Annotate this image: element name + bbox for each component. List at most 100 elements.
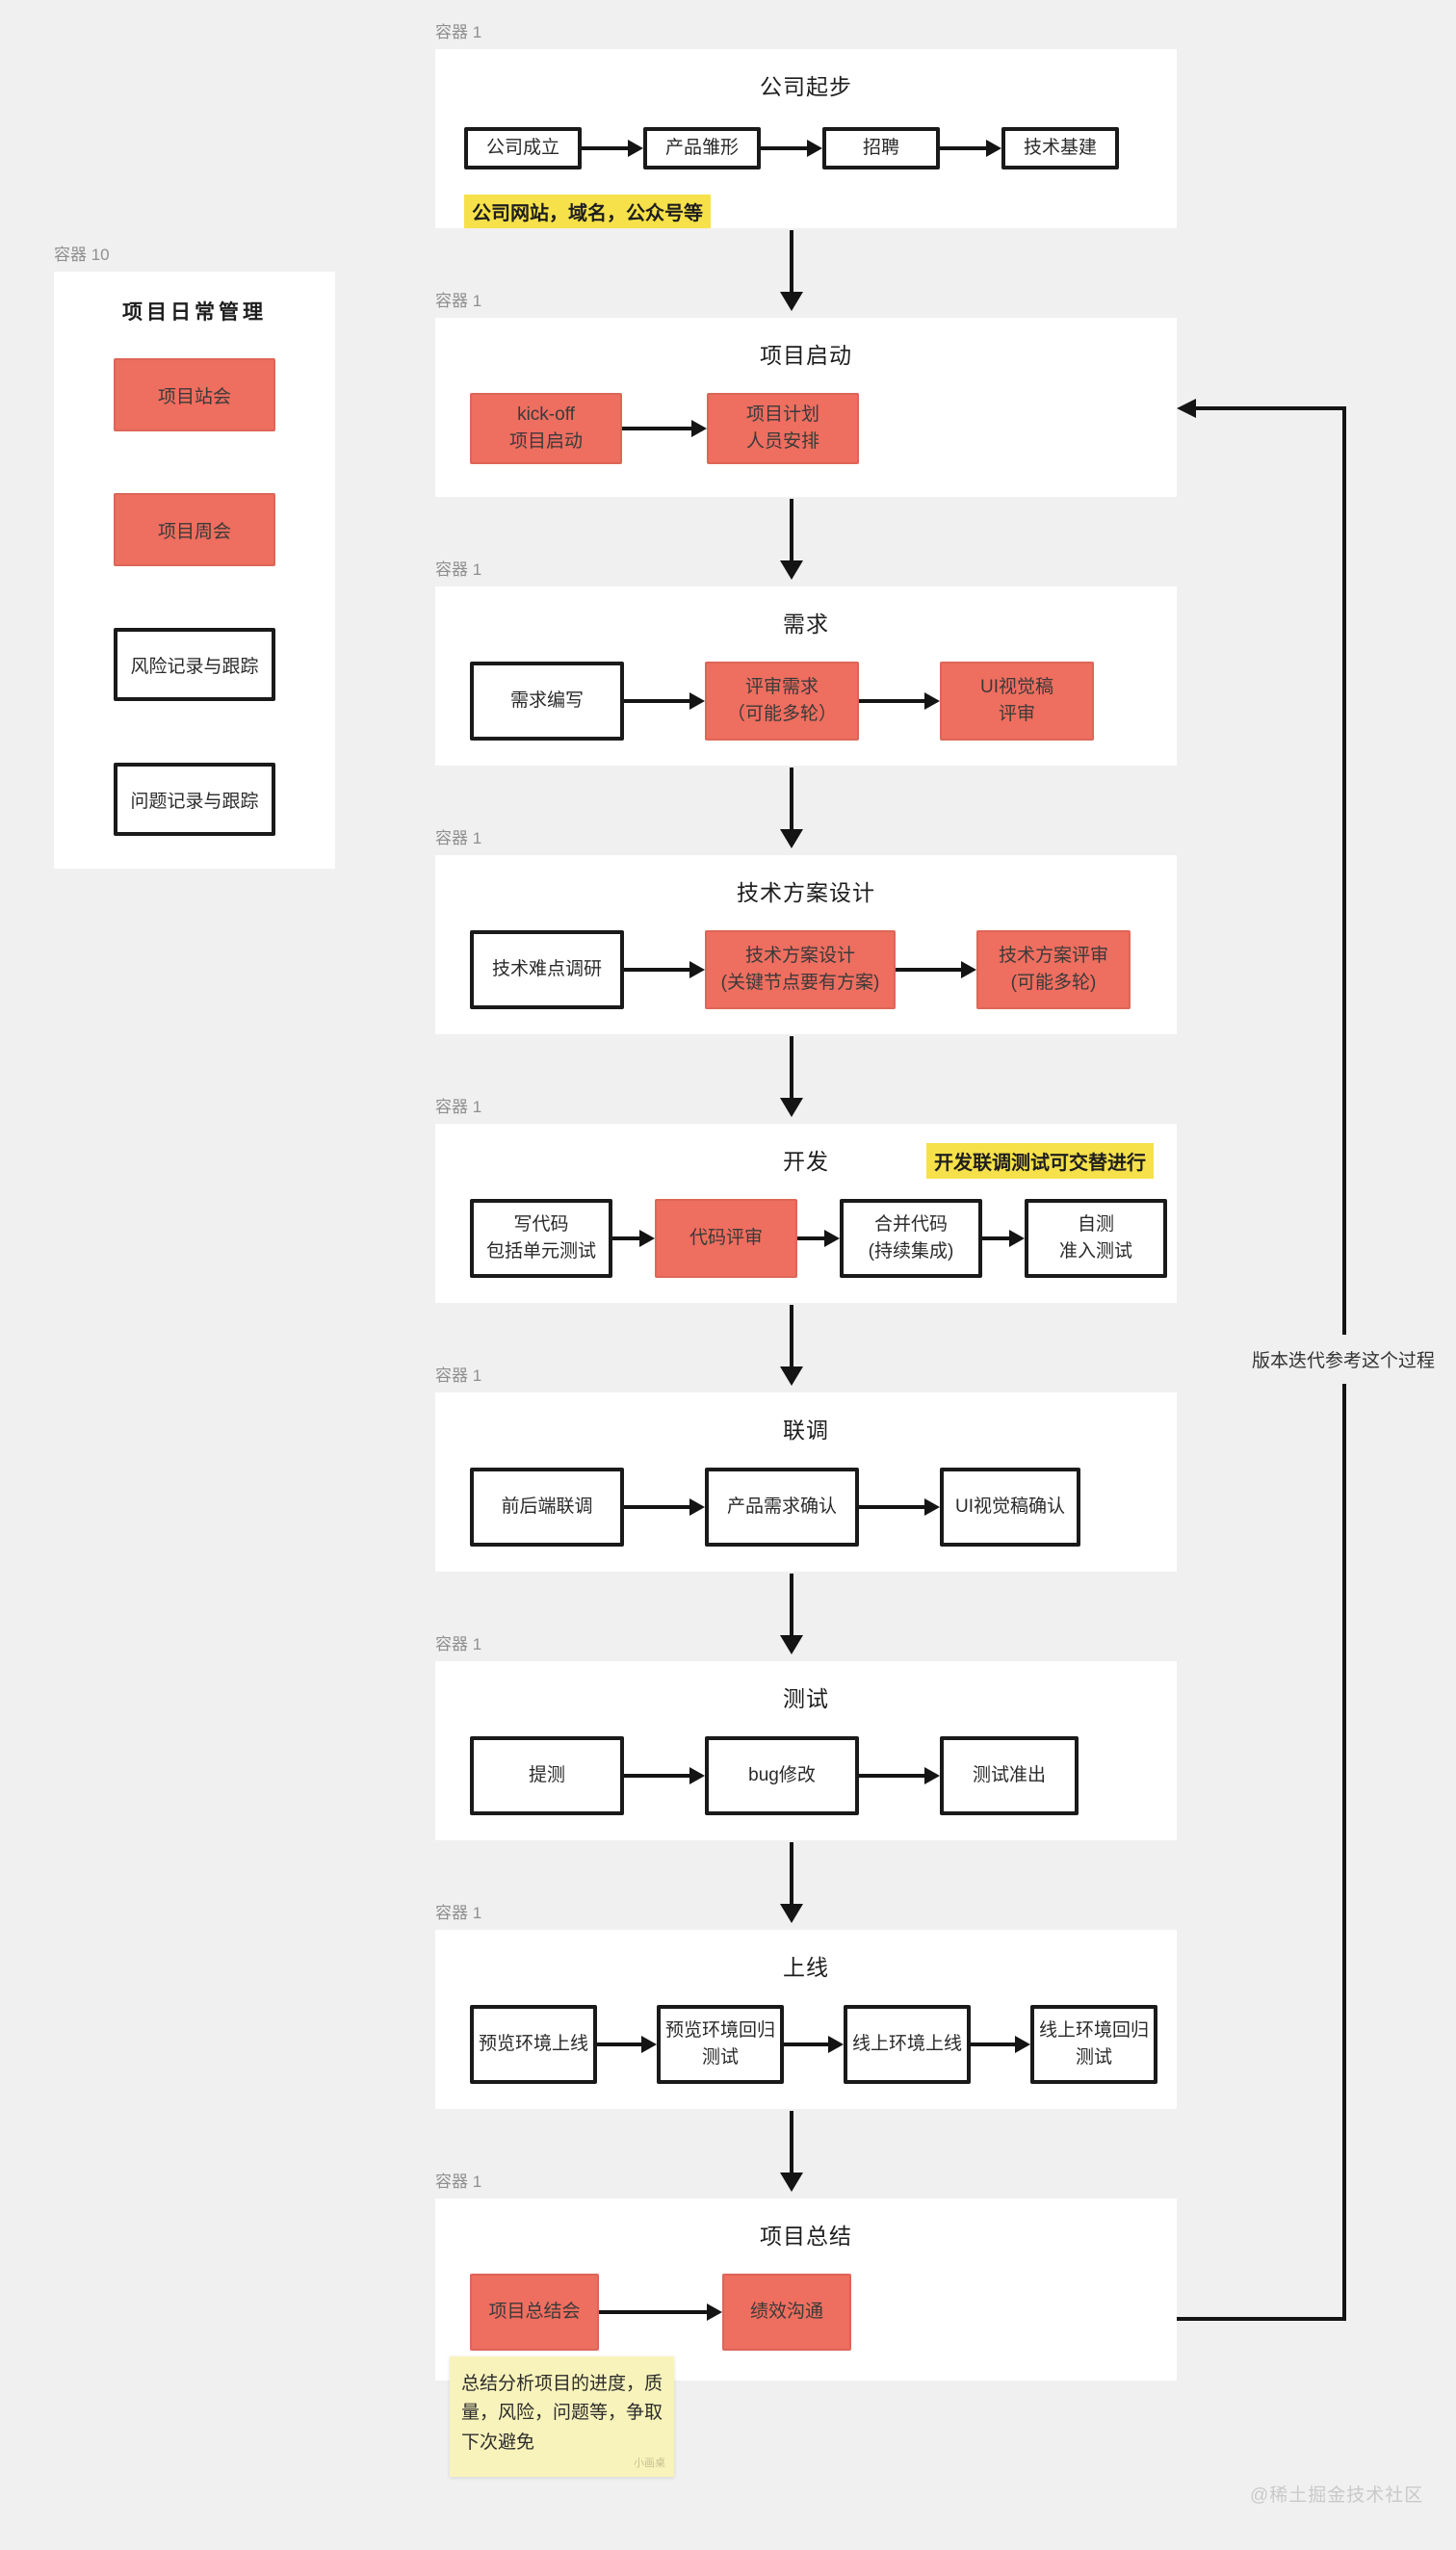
flow-node[interactable]: 评审需求（可能多轮） (705, 662, 859, 741)
arrow-connector-icon (599, 2303, 722, 2321)
down-arrow-connector (780, 1574, 803, 1656)
flow-node[interactable]: 提测 (470, 1736, 624, 1815)
sidebar-panel[interactable]: 项目日常管理 项目站会项目周会风险记录与跟踪问题记录与跟踪 (54, 272, 335, 869)
flow-container-panel[interactable]: 需求需求编写评审需求（可能多轮）UI视觉稿评审 (435, 586, 1177, 766)
flow-node[interactable]: 自测准入测试 (1025, 1199, 1167, 1278)
flow-node[interactable]: 代码评审 (655, 1199, 797, 1278)
flow-node[interactable]: 项目总结会 (470, 2274, 599, 2351)
flow-node[interactable]: UI视觉稿确认 (940, 1468, 1080, 1547)
flow-container-panel[interactable]: 技术方案设计技术难点调研 技术方案设计(关键节点要有方案) 技术方案评审(可能多轮) (435, 855, 1177, 1034)
flow-container-panel[interactable]: 上线预览环境上线预览环境回归测试线上环境上线线上环境回归测试 (435, 1930, 1177, 2109)
flow-node[interactable]: 技术方案设计(关键节点要有方案) (705, 930, 896, 1009)
flow-node[interactable]: 绩效沟通 (722, 2274, 851, 2351)
flow-node[interactable]: kick-off 项目启动 (470, 393, 622, 464)
sidebar-node[interactable]: 项目站会 (114, 358, 275, 431)
flow-node[interactable]: 产品雏形 (643, 127, 761, 169)
container-label: 容器 1 (435, 1904, 482, 1922)
section-title: 测试 (783, 1686, 829, 1711)
arrow-connector-icon (624, 1767, 705, 1784)
down-arrow-connector (780, 1305, 803, 1388)
arrow-connector-icon (597, 2036, 657, 2053)
container-label: 容器 1 (435, 23, 482, 41)
section-title: 技术方案设计 (737, 880, 875, 905)
flow-node[interactable]: 线上环境回归测试 (1030, 2005, 1157, 2084)
arrow-connector-icon (624, 692, 705, 710)
flow-node-label: UI视觉稿 (979, 676, 1053, 697)
flow-node[interactable]: 需求编写 (470, 662, 624, 741)
arrow-connector-icon (940, 140, 1001, 157)
flow-node-label: 合并代码 (873, 1213, 948, 1235)
flow-section-wrap: 容器 1 技术方案设计技术难点调研 技术方案设计(关键节点要有方案) 技术方案评审(可… (435, 768, 1177, 1034)
flow-container-panel[interactable]: 公司起步公司成立产品雏形招聘技术基建公司网站，域名，公众号等 (435, 49, 1177, 228)
boxes-row: 需求编写 评审需求（可能多轮） UI视觉稿评审 (435, 662, 1177, 741)
arrow-connector-icon (971, 2036, 1030, 2053)
flow-node[interactable]: 招聘 (822, 127, 940, 169)
loop-arrowhead-icon (1177, 399, 1196, 418)
flow-node-label: 预览环境上线 (478, 2033, 588, 2054)
flow-node-label: (关键节点要有方案) (720, 973, 880, 993)
sidebar-container-label: 容器 10 (54, 246, 110, 264)
flow-node[interactable]: 产品需求确认 (705, 1468, 859, 1547)
flow-node-label: 前后端联调 (501, 1496, 593, 1517)
boxes-row: 写代码包括单元测试代码评审合并代码(持续集成)自测准入测试 (435, 1199, 1177, 1278)
boxes-row: 预览环境上线 预览环境回归测试 线上环境上线 线上环境回归测试 (435, 2005, 1177, 2084)
flow-node[interactable]: 写代码包括单元测试 (470, 1199, 612, 1278)
flow-container-panel[interactable]: 测试提测 bug修改 测试准出 (435, 1661, 1177, 1840)
arrow-connector-icon (896, 961, 976, 978)
flow-node-label: 产品雏形 (664, 137, 739, 158)
arrow-connector-icon (624, 961, 705, 978)
flow-node-label: 写代码 (513, 1213, 569, 1235)
sidebar-node[interactable]: 项目周会 (114, 493, 275, 566)
loop-label: 版本迭代参考这个过程 (1248, 1335, 1440, 1384)
container-label: 容器 1 (435, 292, 482, 310)
flow-node[interactable]: 预览环境上线 (470, 2005, 597, 2084)
highlight-note: 公司网站，域名，公众号等 (464, 195, 711, 228)
flow-node-label: 公司成立 (485, 137, 559, 158)
flow-node-label: bug修改 (748, 1764, 816, 1785)
down-arrow-connector (780, 1842, 803, 1925)
flow-node[interactable]: UI视觉稿评审 (940, 662, 1094, 741)
sticky-note-watermark: 小画桌 (634, 2457, 665, 2469)
flow-container-panel[interactable]: 项目总结项目总结会 绩效沟通总结分析项目的进度，质量，风险，问题等，争取下次避免小… (435, 2199, 1177, 2478)
flow-node[interactable]: 项目计划人员安排 (707, 393, 859, 464)
flow-node-label: 包括单元测试 (485, 1241, 596, 1262)
flow-node-label: 项目启动 (508, 431, 583, 452)
flow-container-panel[interactable]: 开发开发联调测试可交替进行写代码包括单元测试代码评审合并代码(持续集成)自测准入… (435, 1124, 1177, 1303)
page-watermark: @稀土掘金技术社区 (1250, 2485, 1424, 2506)
arrow-connector-icon (612, 1230, 655, 1247)
flow-node-label: 评审需求 (744, 676, 819, 697)
loop-line-top (1195, 406, 1344, 410)
flow-node[interactable]: 线上环境上线 (844, 2005, 971, 2084)
sidebar-node[interactable]: 问题记录与跟踪 (114, 763, 275, 836)
flow-node[interactable]: 测试准出 (940, 1736, 1079, 1815)
boxes-row: 前后端联调 产品需求确认 UI视觉稿确认 (435, 1468, 1177, 1547)
flow-node[interactable]: 公司成立 (464, 127, 582, 169)
container-label: 容器 1 (435, 2173, 482, 2191)
flow-node-label: 项目总结会 (488, 2301, 581, 2322)
flow-node-label: 线上环境上线 (851, 2033, 962, 2054)
sticky-note[interactable]: 总结分析项目的进度，质量，风险，问题等，争取下次避免小画桌 (450, 2356, 674, 2478)
flow-node[interactable]: 合并代码(持续集成) (840, 1199, 982, 1278)
arrow-connector-icon (797, 1230, 840, 1247)
container-label: 容器 1 (435, 829, 482, 847)
container-label: 容器 1 (435, 1098, 482, 1116)
flow-node[interactable]: bug修改 (705, 1736, 859, 1815)
section-title: 项目总结 (760, 2224, 852, 2249)
sidebar-node[interactable]: 风险记录与跟踪 (114, 628, 275, 701)
flow-node[interactable]: 技术方案评审(可能多轮) (976, 930, 1131, 1009)
flow-node[interactable]: 前后端联调 (470, 1468, 624, 1547)
flow-node[interactable]: 技术难点调研 (470, 930, 624, 1009)
flow-node[interactable]: 技术基建 (1001, 127, 1119, 169)
flow-node-label: kick-off (517, 403, 575, 425)
down-arrow-connector (780, 1036, 803, 1119)
flow-node[interactable]: 预览环境回归测试 (657, 2005, 784, 2084)
arrow-connector-icon (761, 140, 822, 157)
